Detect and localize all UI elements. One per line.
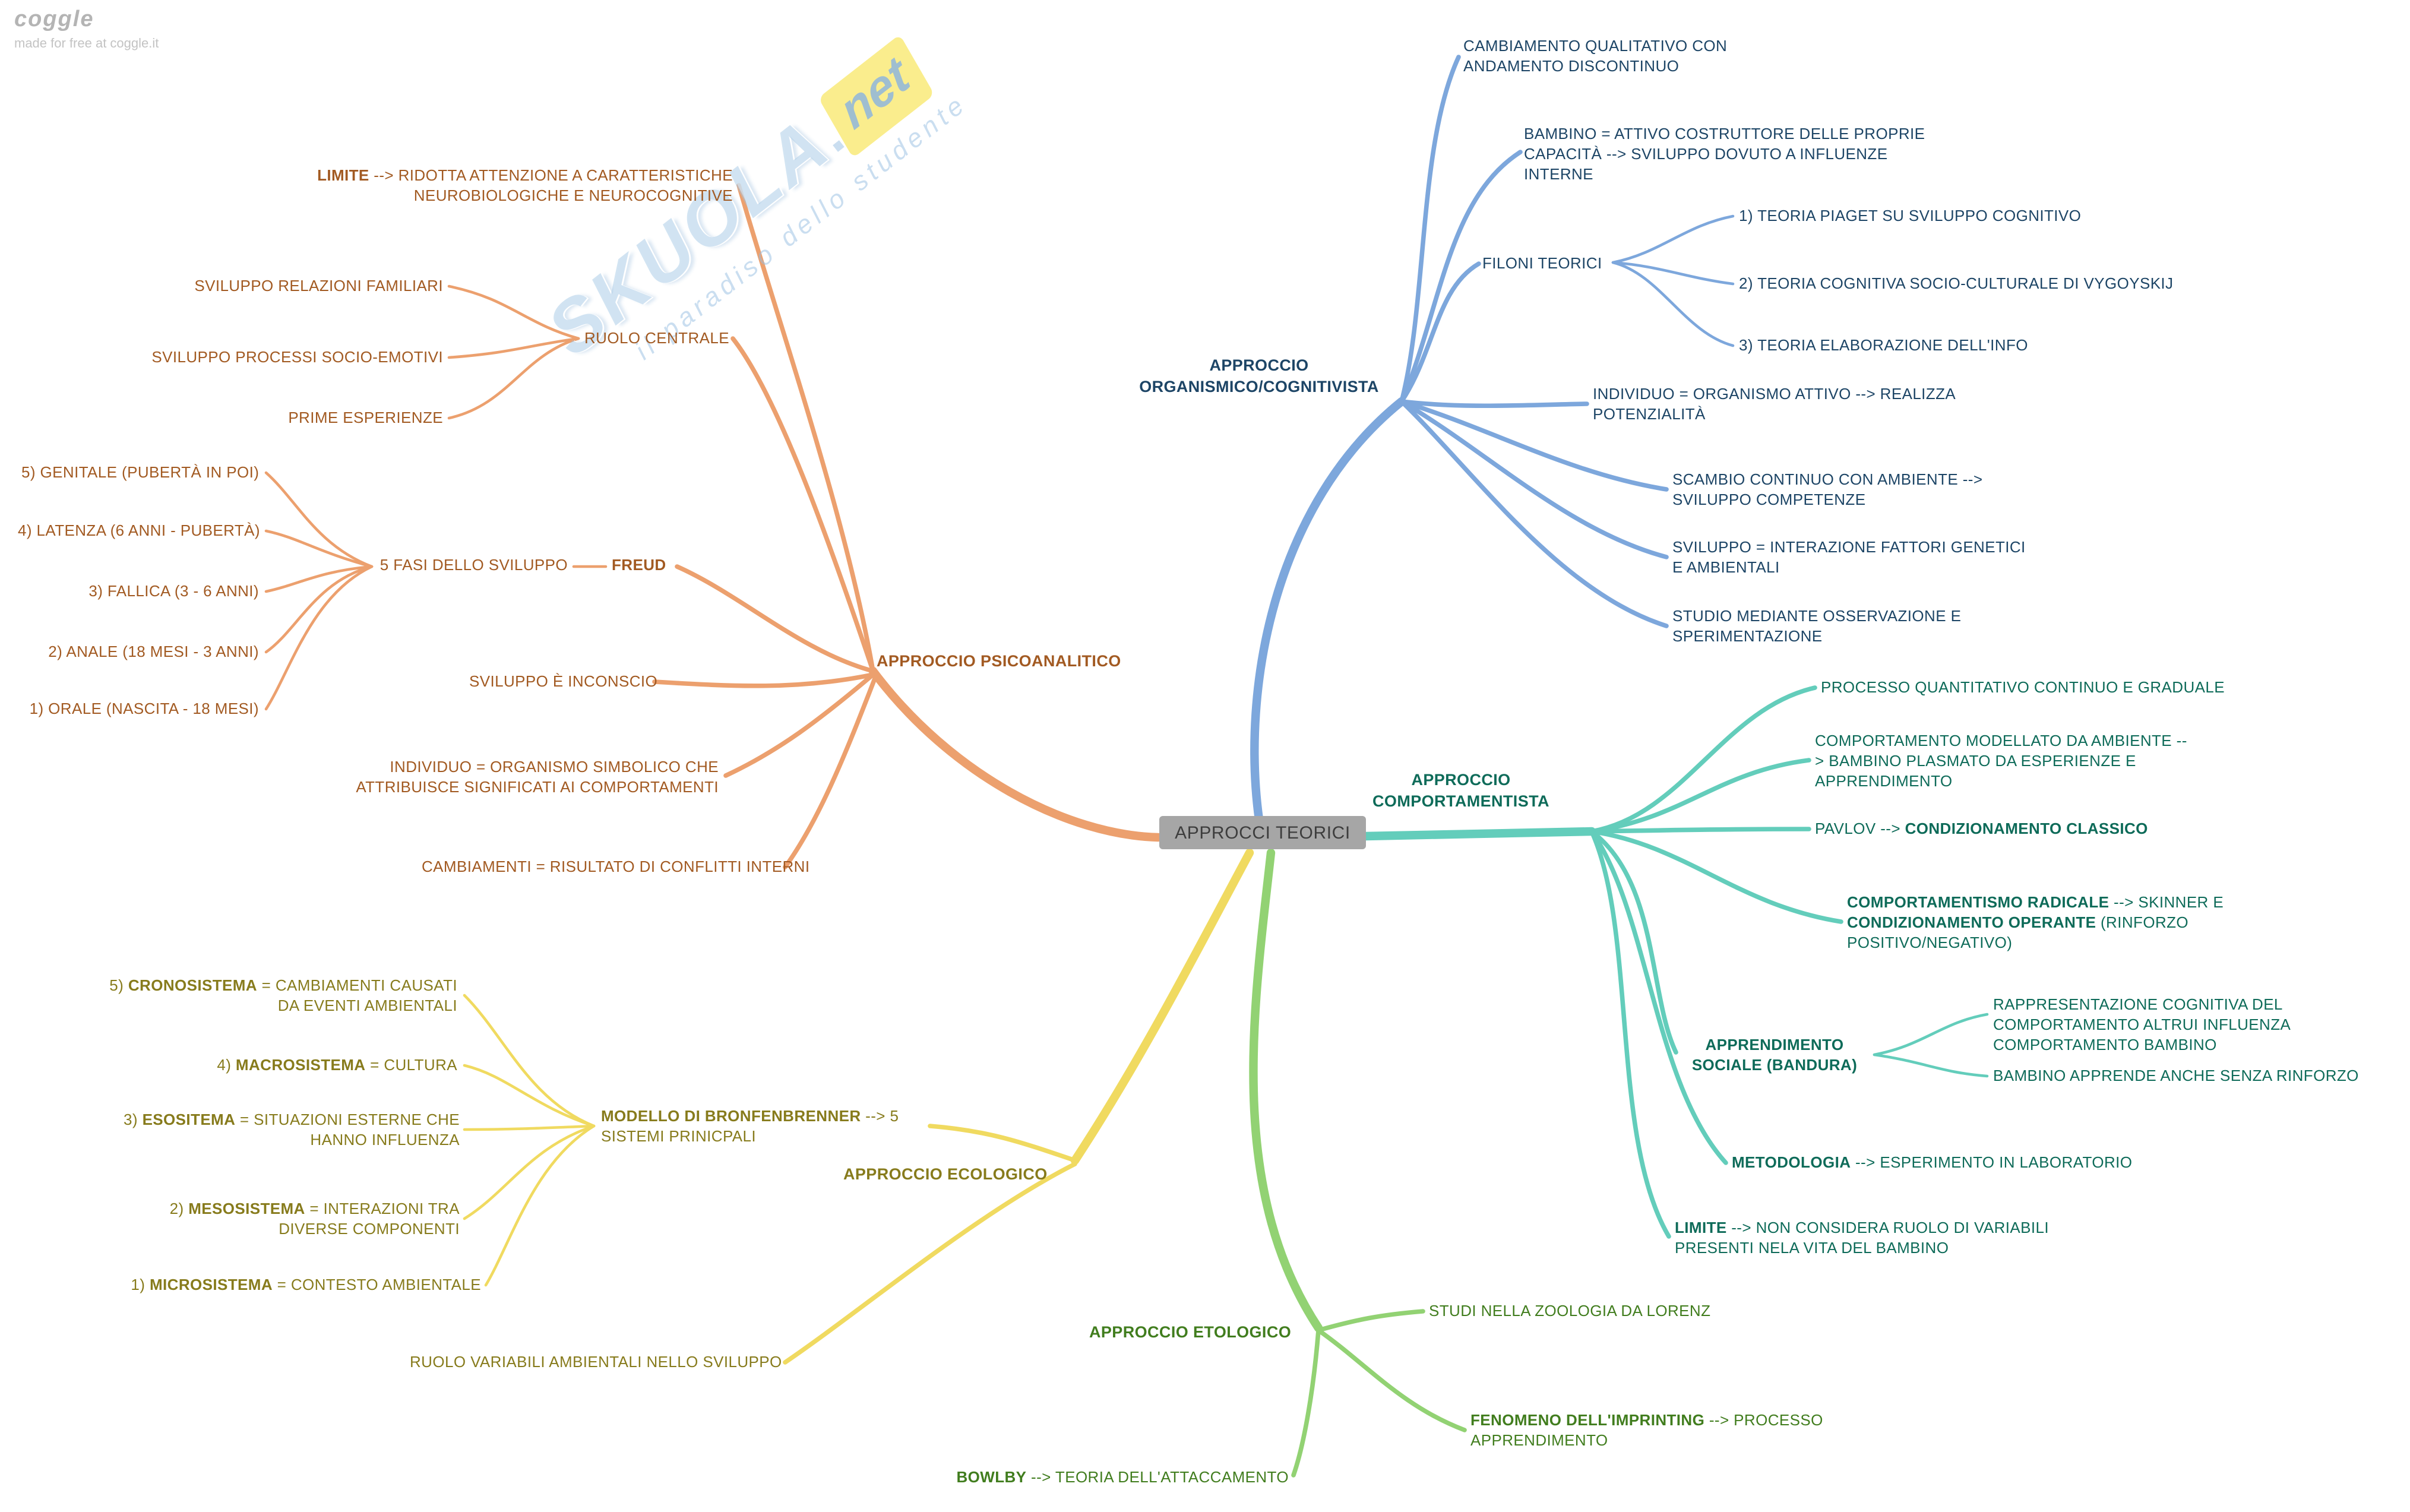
central-topic[interactable]: APPROCCI TEORICI: [1159, 816, 1366, 849]
branch-etologico-lines: [1249, 848, 1467, 1478]
node-cinque-fasi-sviluppo[interactable]: 5 FASI DELLO SVILUPPO: [379, 556, 568, 574]
node-esositema[interactable]: 3) ESOSITEMA = SITUAZIONI ESTERNE CHE HA…: [124, 1111, 460, 1149]
node-pavlov-condizionamento-classico[interactable]: PAVLOV --> CONDIZIONAMENTO CLASSICO: [1815, 820, 2148, 837]
node-cambiamento-qualitativo[interactable]: CAMBIAMENTO QUALITATIVO CON ANDAMENTO DI…: [1463, 37, 1728, 75]
branch-label-ecologico[interactable]: APPROCCIO ECOLOGICO: [843, 1165, 1048, 1183]
branch-label-etologico[interactable]: APPROCCIO ETOLOGICO: [1089, 1323, 1292, 1341]
node-teoria-elaborazione-info[interactable]: 3) TEORIA ELABORAZIONE DELL'INFO: [1739, 336, 2028, 354]
node-fase-orale[interactable]: 1) ORALE (NASCITA - 18 MESI): [29, 700, 259, 717]
node-freud[interactable]: FREUD: [612, 556, 666, 574]
node-teoria-vygotskij[interactable]: 2) TEORIA COGNITIVA SOCIO-CULTURALE DI V…: [1739, 274, 2174, 292]
node-mesosistema[interactable]: 2) MESOSISTEMA = INTERAZIONI TRA DIVERSE…: [169, 1200, 460, 1238]
node-metodologia-esperimento[interactable]: METODOLOGIA --> ESPERIMENTO IN LABORATOR…: [1732, 1153, 2133, 1171]
node-bambino-costruttore[interactable]: BAMBINO = ATTIVO COSTRUTTORE DELLE PROPR…: [1524, 125, 1925, 184]
node-ruolo-variabili-ambientali[interactable]: RUOLO VARIABILI AMBIENTALI NELLO SVILUPP…: [410, 1353, 782, 1371]
branch-label-psicoanalitico[interactable]: APPROCCIO PSICOANALITICO: [877, 652, 1121, 670]
node-fase-latenza[interactable]: 4) LATENZA (6 ANNI - PUBERTÀ): [18, 521, 260, 539]
node-fenomeno-imprinting[interactable]: FENOMENO DELL'IMPRINTING --> PROCESSO AP…: [1470, 1411, 1823, 1450]
node-fase-genitale[interactable]: 5) GENITALE (PUBERTÀ IN POI): [21, 463, 260, 481]
node-processo-quantitativo[interactable]: PROCESSO QUANTITATIVO CONTINUO E GRADUAL…: [1821, 678, 2225, 696]
branch-organismico-lines: [1250, 55, 1735, 824]
node-sviluppo-interazione[interactable]: SVILUPPO = INTERAZIONE FATTORI GENETICI …: [1672, 538, 2026, 577]
node-limite-psicoanalitico[interactable]: LIMITE --> RIDOTTA ATTENZIONE A CARATTER…: [317, 166, 733, 205]
node-ruolo-centrale[interactable]: RUOLO CENTRALE: [584, 329, 729, 347]
node-bambino-apprende-senza-rinforzo[interactable]: BAMBINO APPRENDE ANCHE SENZA RINFORZO: [1993, 1067, 2359, 1084]
node-sviluppo-processi-socio-emotivi[interactable]: SVILUPPO PROCESSI SOCIO-EMOTIVI: [151, 348, 443, 366]
node-cronosistema[interactable]: 5) CRONOSISTEMA = CAMBIAMENTI CAUSATI DA…: [109, 976, 457, 1015]
node-teoria-piaget[interactable]: 1) TEORIA PIAGET SU SVILUPPO COGNITIVO: [1739, 207, 2082, 224]
node-macrosistema[interactable]: 4) MACROSISTEMA = CULTURA: [217, 1056, 457, 1074]
node-bowlby-attaccamento[interactable]: BOWLBY --> TEORIA DELL'ATTACCAMENTO: [956, 1468, 1289, 1486]
branch-label-comportamentista[interactable]: APPROCCIO COMPORTAMENTISTA: [1372, 771, 1549, 810]
node-comportamentismo-radicale[interactable]: COMPORTAMENTISMO RADICALE --> SKINNER E …: [1847, 893, 2224, 952]
branch-comportamentista-lines: [1361, 685, 1989, 1239]
node-rappresentazione-cognitiva[interactable]: RAPPRESENTAZIONE COGNITIVA DEL COMPORTAM…: [1993, 995, 2290, 1054]
node-limite-comportamentista[interactable]: LIMITE --> NON CONSIDERA RUOLO DI VARIAB…: [1675, 1219, 2049, 1257]
node-sviluppo-inconscio[interactable]: SVILUPPO È INCONSCIO: [469, 672, 658, 690]
node-studi-zoologia-lorenz[interactable]: STUDI NELLA ZOOLOGIA DA LORENZ: [1429, 1302, 1711, 1320]
node-fase-anale[interactable]: 2) ANALE (18 MESI - 3 ANNI): [48, 643, 259, 660]
coggle-logo-text[interactable]: coggle: [14, 7, 94, 32]
node-individuo-organismo-attivo[interactable]: INDIVIDUO = ORGANISMO ATTIVO --> REALIZZ…: [1593, 385, 1955, 423]
node-filoni-teorici[interactable]: FILONI TEORICI: [1482, 254, 1602, 272]
node-fase-fallica[interactable]: 3) FALLICA (3 - 6 ANNI): [88, 582, 259, 600]
node-sviluppo-relazioni-familiari[interactable]: SVILUPPO RELAZIONI FAMILIARI: [194, 277, 443, 295]
node-individuo-organismo-simbolico[interactable]: INDIVIDUO = ORGANISMO SIMBOLICO CHE ATTR…: [356, 758, 719, 796]
branch-psicoanalitico-lines: [264, 183, 1163, 869]
node-scambio-continuo[interactable]: SCAMBIO CONTINUO CON AMBIENTE --> SVILUP…: [1672, 470, 1983, 509]
node-cambiamenti-conflitti-interni[interactable]: CAMBIAMENTI = RISULTATO DI CONFLITTI INT…: [422, 858, 810, 875]
node-studio-osservazione[interactable]: STUDIO MEDIANTE OSSERVAZIONE E SPERIMENT…: [1672, 607, 1962, 646]
node-prime-esperienze[interactable]: PRIME ESPERIENZE: [288, 409, 443, 426]
coggle-tagline: made for free at coggle.it: [14, 37, 159, 51]
coggle-logo[interactable]: coggle made for free at coggle.it: [14, 7, 159, 51]
node-modello-bronfenbrenner[interactable]: MODELLO DI BRONFENBRENNER --> 5 SISTEMI …: [601, 1107, 899, 1146]
branch-label-organismico[interactable]: APPROCCIO ORGANISMICO/COGNITIVISTA: [1139, 356, 1379, 396]
node-comportamento-modellato[interactable]: COMPORTAMENTO MODELLATO DA AMBIENTE --> …: [1815, 732, 2187, 790]
branch-ecologico-lines: [463, 848, 1254, 1365]
node-microsistema[interactable]: 1) MICROSISTEMA = CONTESTO AMBIENTALE: [131, 1276, 481, 1293]
node-apprendimento-sociale-bandura[interactable]: APPRENDIMENTO SOCIALE (BANDURA): [1691, 1036, 1858, 1074]
